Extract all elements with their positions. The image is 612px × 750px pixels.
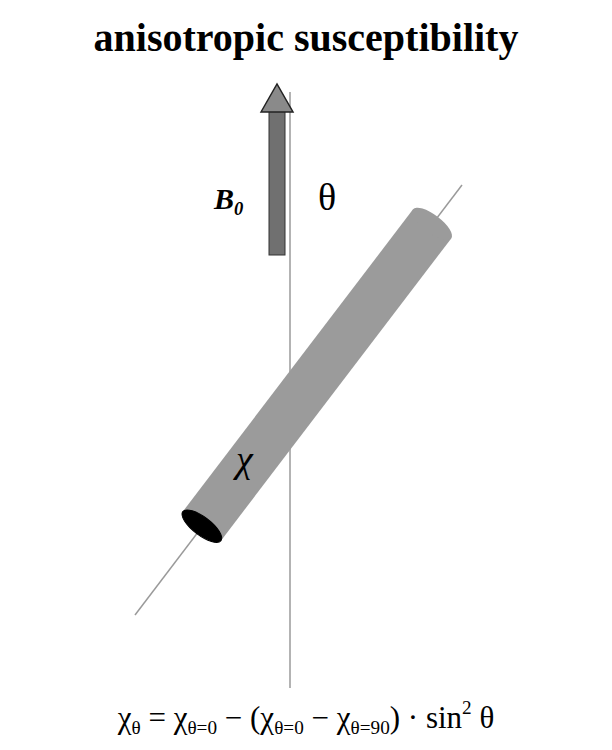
symbol-text: − χ — [304, 700, 351, 735]
subscript: 0 — [234, 198, 243, 219]
arrow-head — [261, 84, 293, 112]
angle-label: θ — [318, 178, 336, 216]
subscript: θ=90 — [351, 717, 390, 738]
symbol-text: ) · sin — [390, 700, 462, 735]
cylinder-end — [177, 504, 226, 547]
subscript: θ=0 — [274, 717, 304, 738]
cylinder-body — [183, 209, 451, 540]
title: anisotropic susceptibility — [0, 14, 612, 61]
b0-arrow — [261, 84, 293, 255]
symbol-text: θ — [472, 700, 495, 735]
symbol-text: = χ — [141, 700, 188, 735]
superscript: 2 — [462, 697, 472, 718]
arrow-shaft — [269, 110, 285, 255]
cylinder-cap — [408, 202, 457, 245]
cylinder — [177, 202, 456, 548]
susceptibility-label: χ — [236, 440, 253, 478]
field-label: B0 — [214, 184, 243, 218]
symbol-text: θ — [318, 176, 336, 218]
subscript: θ — [131, 717, 140, 738]
symbol-text: χ — [236, 438, 253, 480]
formula: χθ = χθ=0 − (χθ=0 − χθ=90) · sin2 θ — [118, 698, 495, 737]
symbol-text: B — [214, 182, 234, 215]
cylinder-axis — [135, 185, 462, 615]
subscript: θ=0 — [187, 717, 217, 738]
symbol-text: χ — [118, 700, 132, 735]
symbol-text: − (χ — [217, 700, 274, 735]
